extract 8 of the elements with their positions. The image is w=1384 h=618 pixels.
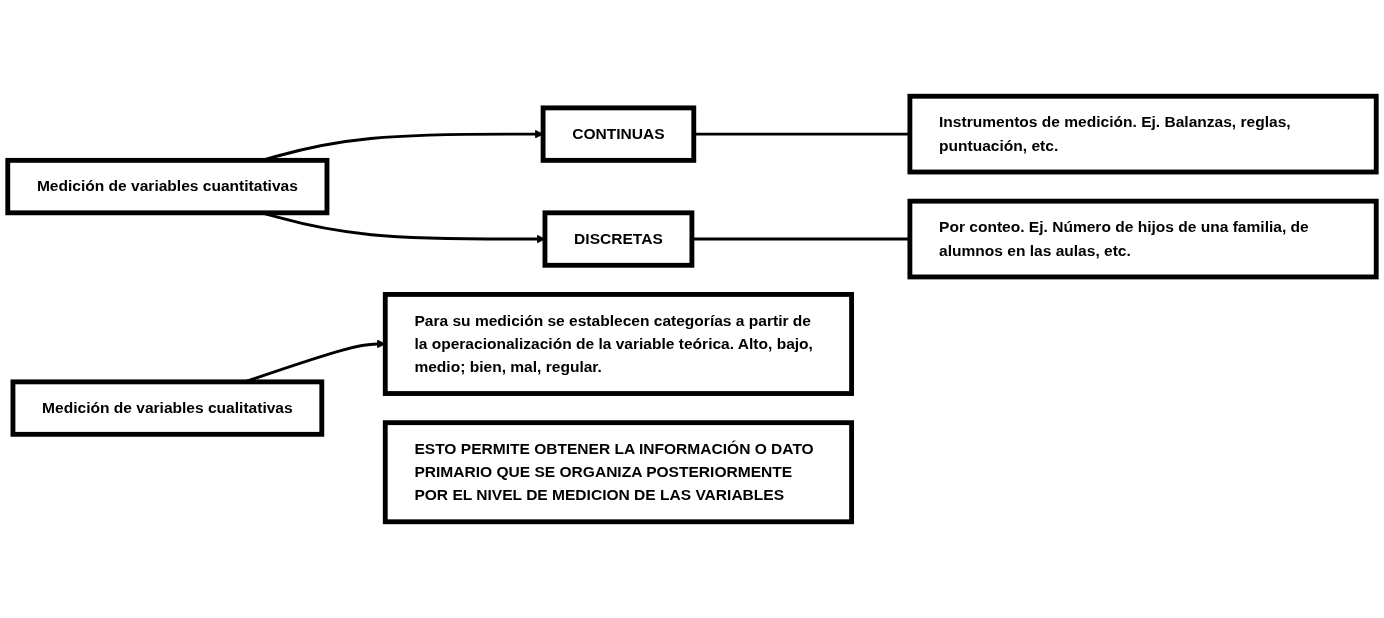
node-box: Instrumentos de medición. Ej. Balanzas, reglas, puntuación, etc. [907,93,1379,175]
node-box: DISCRETAS [542,210,695,268]
node-box: ESTO PERMITE OBTENER LA INFORMACIÓN O DATO PRIMARIO QUE SE ORGANIZA POSTERIORMENTE POR EL NIVEL DE MEDICION DE LAS VARIABLES [382,420,855,525]
node-box: Por conteo. Ej. Número de hijos de una familia, de alumnos en las aulas, etc. [907,198,1379,280]
node-box: Medición de variables cualitativas [10,379,325,437]
node-box: Medición de variables cuantitativas [5,157,330,216]
node-box: Para su medición se establecen categorías a partir de la operacionalización de la variable teórica. Alto, bajo, medio; bien, mal, regular. [382,292,855,396]
node-box: CONTINUAS [540,105,697,163]
